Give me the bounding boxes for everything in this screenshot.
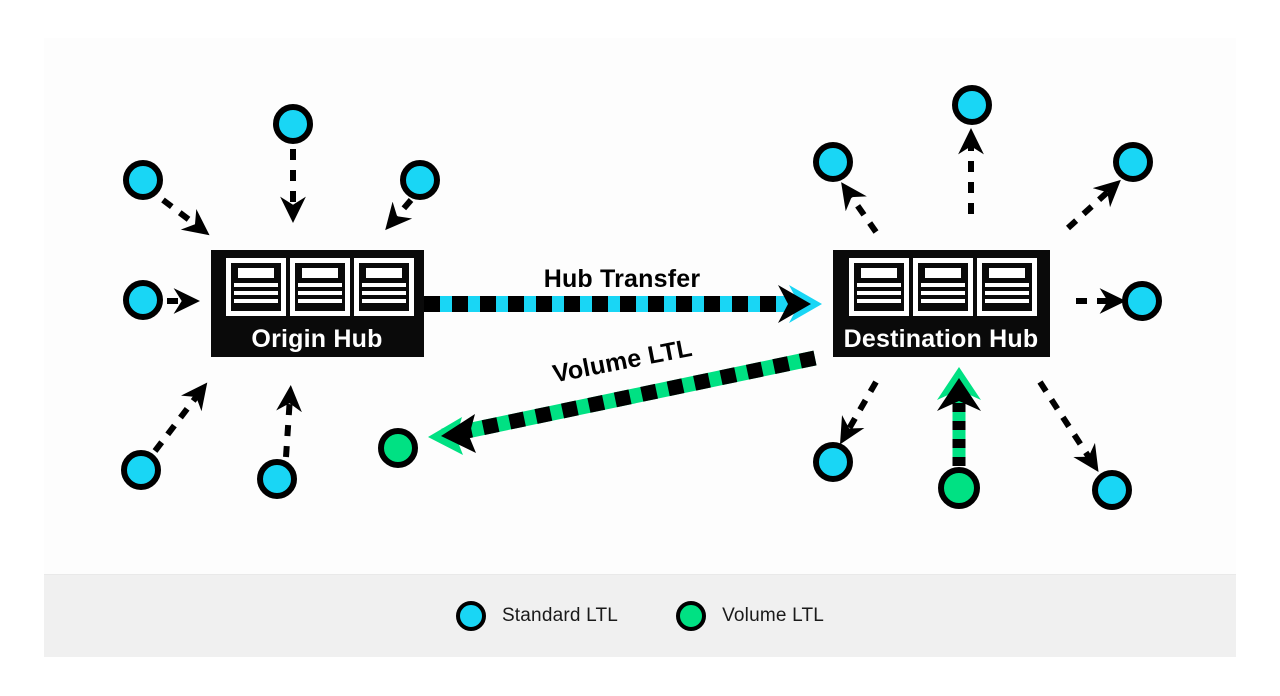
origin-nodes (121, 104, 440, 499)
spoke-arrow-o2 (161, 197, 210, 236)
origin-dock-2 (290, 258, 350, 316)
volume-ltl-node[interactable] (378, 428, 418, 468)
volume-pickup-arrowhead-black (937, 378, 981, 411)
standard-ltl-node[interactable] (1122, 281, 1162, 321)
volume-ltl-node[interactable] (938, 467, 980, 509)
legend-item-standard-ltl[interactable]: Standard LTL (455, 601, 619, 631)
destination-hub-label: Destination Hub (844, 325, 1039, 353)
volume-pickup-arrow (937, 367, 981, 466)
spoke-arrow-o5 (152, 382, 208, 453)
standard-ltl-node[interactable] (257, 459, 297, 499)
destination-hub[interactable]: Destination Hub (833, 250, 1050, 357)
circle-node-icon (676, 601, 707, 631)
destination-spoke-arrows (840, 128, 1126, 473)
origin-spoke-arrows (152, 149, 414, 458)
standard-ltl-node[interactable] (952, 85, 992, 125)
standard-ltl-node[interactable] (121, 450, 161, 490)
route-volume-ltl: Volume LTL (428, 334, 817, 455)
origin-dock-3 (354, 258, 414, 316)
volume-ltl-arrowhead-black (441, 414, 476, 453)
hub-transfer-arrowhead-black (778, 285, 811, 323)
spoke-arrow-o3 (385, 198, 414, 231)
spoke-arrow-d2 (841, 182, 879, 234)
standard-ltl-node[interactable] (123, 160, 163, 200)
standard-ltl-node[interactable] (1092, 470, 1132, 510)
route-hub-transfer: Hub Transfer (424, 265, 822, 323)
destination-dock-2 (913, 258, 973, 316)
spoke-arrow-d6 (1037, 380, 1099, 473)
standard-ltl-node[interactable] (273, 104, 313, 144)
standard-ltl-node[interactable] (1113, 142, 1153, 182)
spoke-arrow-o6 (276, 385, 302, 458)
origin-hub[interactable]: Origin Hub (211, 250, 424, 357)
standard-ltl-node[interactable] (123, 280, 163, 320)
standard-ltl-node[interactable] (813, 442, 853, 482)
origin-hub-docks (226, 258, 414, 316)
standard-ltl-node[interactable] (813, 142, 853, 182)
legend-item-volume-ltl[interactable]: Volume LTL (676, 601, 824, 631)
destination-dock-1 (849, 258, 909, 316)
destination-dock-3 (977, 258, 1037, 316)
spoke-arrow-d5 (840, 380, 879, 445)
origin-hub-label: Origin Hub (251, 325, 382, 353)
standard-ltl-node[interactable] (400, 160, 440, 200)
destination-nodes (813, 85, 1162, 510)
circle-node-icon (455, 601, 486, 631)
legend: Standard LTL Volume LTL (44, 574, 1236, 657)
spoke-arrow-d3 (1065, 179, 1121, 231)
destination-hub-docks (849, 258, 1037, 316)
legend-label-volume-ltl: Volume LTL (722, 605, 825, 626)
legend-label-standard-ltl: Standard LTL (501, 605, 619, 626)
hub-transfer-label: Hub Transfer (544, 265, 701, 293)
volume-ltl-dashes (446, 350, 817, 443)
origin-dock-1 (226, 258, 286, 316)
